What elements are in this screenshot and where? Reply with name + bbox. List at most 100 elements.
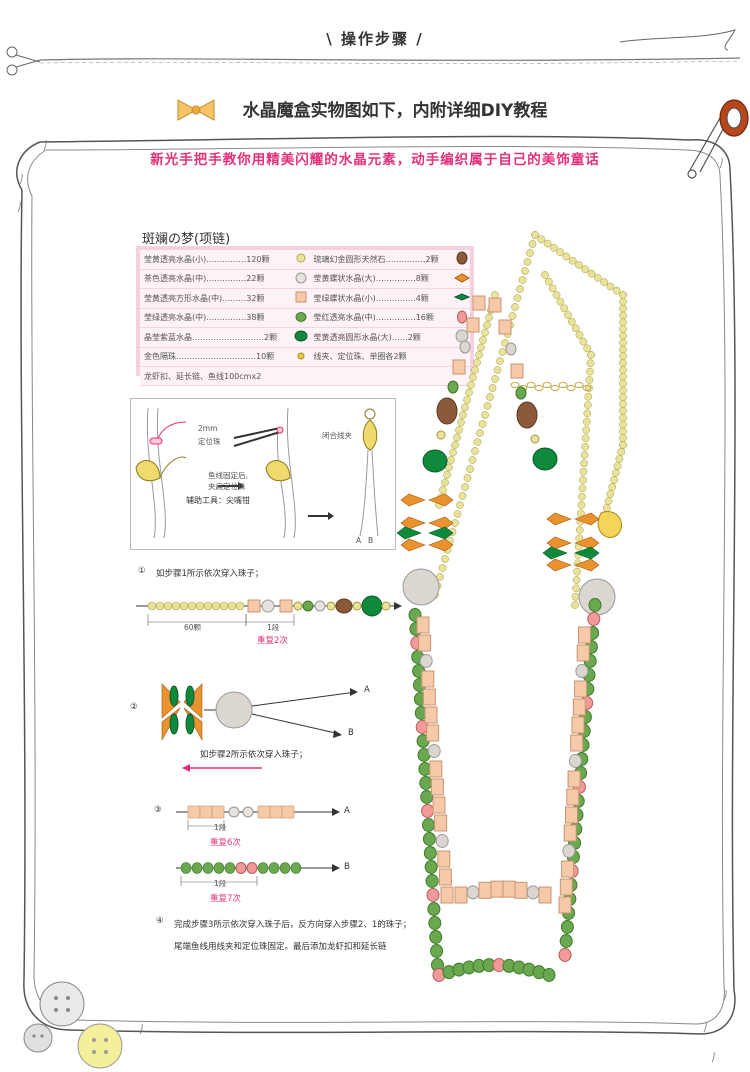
green-bead: [559, 934, 573, 948]
square-bead: [478, 881, 492, 899]
round-bead: [435, 834, 449, 848]
small-yellow-bead: [572, 576, 581, 584]
square-bead: [472, 295, 486, 311]
gold-chain-link: [558, 382, 568, 388]
square-bead: [416, 616, 430, 634]
small-yellow-bead: [619, 338, 627, 347]
step-3-diagram-b: [176, 862, 340, 886]
small-yellow-bead: [619, 386, 627, 395]
small-yellow-bead: [587, 351, 595, 359]
step-2-a: A: [364, 685, 370, 695]
small-yellow-bead: [543, 239, 552, 248]
green-butterfly-bead: [396, 526, 422, 540]
square-bead: [514, 881, 528, 899]
small-yellow-bead: [602, 504, 611, 512]
dark-green-bead-icon: [293, 327, 310, 348]
green-bead: [430, 944, 444, 958]
materials-left: 茶色透亮水晶(中)……………22颗: [140, 269, 294, 289]
square-bead: [574, 680, 588, 698]
bead-name-label: 定位珠: [198, 437, 221, 446]
orange-butterfly-bead: [400, 493, 426, 507]
step-1-segment: 1段: [267, 623, 280, 632]
small-yellow-bead: [575, 261, 583, 269]
orange-butterfly-bead: [546, 558, 572, 572]
square-bead: [578, 626, 591, 644]
materials-left: 莹绿透亮水晶(中)……………38颗: [140, 308, 294, 328]
orange-butterfly-bead: [574, 536, 600, 550]
safety-pin-icon: [687, 99, 749, 179]
square-bead: [565, 806, 578, 824]
step-1-repeat: 重复2次: [257, 636, 288, 646]
small-yellow-bead: [580, 459, 588, 468]
green-bead: [423, 846, 437, 860]
close-clip-label: 闭合线夹: [322, 431, 352, 440]
square-bead: [432, 796, 446, 814]
fix-instruction-2: 夹扁定位珠: [208, 482, 246, 491]
small-yellow-bead: [619, 352, 627, 361]
step-2-text: 如步骤2所示依次穿入珠子；: [200, 750, 308, 760]
small-yellow-bead: [498, 348, 507, 356]
small-yellow-bead: [475, 351, 483, 359]
green-bead: [429, 930, 443, 944]
small-yellow-bead: [556, 248, 564, 256]
square-bead: [502, 880, 516, 898]
small-yellow-bead: [619, 379, 627, 388]
small-yellow-bead: [571, 601, 579, 609]
green-bead-icon: [293, 308, 310, 328]
small-yellow-bead: [582, 417, 591, 426]
step-4-text: 完成步骤3所示依次穿入珠子后，反方向穿入步骤2、1的珠子；: [174, 920, 412, 930]
square-bead: [430, 778, 444, 796]
square-bead: [454, 886, 468, 904]
square-bead: [490, 880, 504, 898]
small-yellow-bead: [562, 252, 571, 261]
orange-butterfly-bead: [428, 493, 454, 507]
small-yellow-bead: [550, 244, 558, 252]
small-yellow-bead: [481, 411, 489, 419]
round-bead: [575, 664, 589, 678]
small-yellow-bead: [556, 297, 565, 306]
square-bead: [421, 670, 435, 688]
small-yellow-bead: [584, 392, 593, 401]
green-butterfly-bead: [542, 546, 568, 560]
square-bead: [424, 706, 438, 724]
small-yellow-bead: [530, 434, 540, 444]
step-2-diagram: [161, 683, 358, 772]
gold-chain-link: [534, 385, 544, 391]
small-yellow-bead: [455, 426, 463, 434]
orange-butterfly-bead: [428, 516, 454, 530]
small-yellow-bead: [441, 478, 449, 487]
small-yellow-bead: [619, 318, 627, 327]
square-bead: [576, 644, 590, 662]
square-bead: [570, 734, 584, 752]
square-bead: [437, 850, 451, 868]
square-bead: [538, 886, 552, 904]
small-yellow-bead: [508, 312, 517, 320]
small-yellow-bead: [485, 313, 493, 322]
green-bead: [425, 874, 439, 888]
green-bead: [515, 386, 527, 400]
materials-row: 金色隔珠…………………………10颗 线夹、定位珠、单圈各2颗: [140, 347, 470, 367]
small-yellow-bead: [439, 486, 447, 494]
green-bead: [427, 902, 441, 916]
green-bead: [560, 920, 574, 934]
orange-butterfly-bead: [546, 512, 572, 526]
subtitle-text: 新光手把手教你用精美闪耀的水晶元素，动手编织属于自己的美饰童话: [150, 152, 600, 168]
square-bead: [426, 724, 440, 742]
small-yellow-bead: [586, 359, 595, 368]
small-yellow-bead: [436, 430, 446, 440]
aux-tool-label: 辅助工具：尖嘴钳: [186, 496, 250, 505]
small-yellow-bead: [564, 311, 572, 319]
step-4-text-2: 尾端鱼线用线夹和定位珠固定。最后添加龙虾扣和延长链: [174, 942, 387, 952]
small-yellow-bead: [537, 235, 546, 244]
square-bead: [510, 363, 524, 379]
small-yellow-bead: [568, 256, 577, 265]
small-yellow-bead: [526, 249, 534, 257]
small-yellow-bead: [581, 434, 590, 443]
page-header-title: \ 操作步骤 /: [326, 30, 424, 48]
square-bead: [572, 698, 586, 716]
orange-butterfly-icon: [453, 269, 471, 289]
end-a-label: A: [356, 536, 362, 545]
small-yellow-bead: [469, 373, 477, 382]
square-bead: [438, 868, 452, 886]
